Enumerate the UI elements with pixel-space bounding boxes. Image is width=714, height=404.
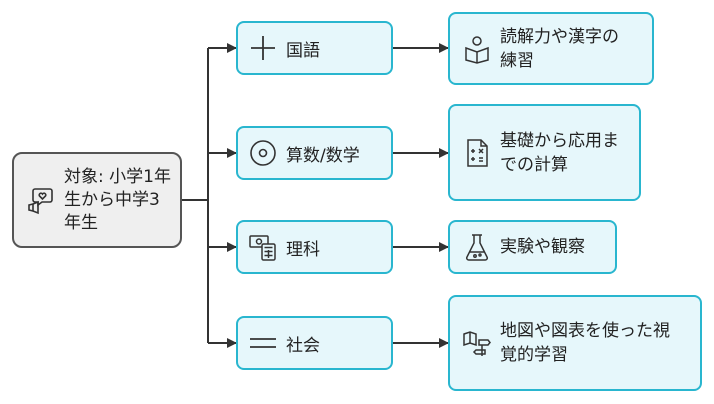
subject-node-shakai: 社会	[236, 316, 393, 370]
root-node: 対象: 小学1年生から中学3年生	[12, 152, 182, 248]
root-label: 対象: 小学1年生から中学3年生	[64, 166, 171, 233]
subject-label-shakai: 社会	[286, 335, 320, 356]
detail-label-rika: 実験や観察	[500, 237, 585, 257]
double-line-icon	[248, 328, 278, 358]
subject-label-kokugo: 国語	[286, 40, 320, 61]
detail-node-kokugo: 読解力や漢字の練習	[448, 12, 654, 85]
subject-node-rika: 理科	[236, 220, 393, 274]
detail-label-shakai: 地図や図表を使った視覚的学習	[500, 321, 670, 365]
detail-node-sansu: 基礎から応用までの計算	[448, 104, 641, 201]
subject-label-rika: 理科	[286, 239, 320, 260]
subject-label-sansu: 算数/数学	[286, 145, 360, 166]
money-calculator-icon	[248, 232, 278, 262]
detail-label-sansu: 基礎から応用までの計算	[500, 130, 619, 175]
plus-icon	[248, 33, 278, 63]
book-signpost-icon	[462, 328, 492, 358]
target-icon	[248, 138, 278, 168]
calculation-document-icon	[462, 138, 492, 168]
reader-book-icon	[462, 34, 492, 64]
subject-node-sansu: 算数/数学	[236, 126, 393, 180]
detail-label-kokugo: 読解力や漢字の練習	[500, 26, 619, 71]
detail-node-shakai: 地図や図表を使った視覚的学習	[448, 295, 702, 391]
heart-speech-megaphone-icon	[26, 185, 56, 215]
subject-node-kokugo: 国語	[236, 21, 393, 75]
flask-icon	[462, 232, 492, 262]
detail-node-rika: 実験や観察	[448, 220, 617, 274]
